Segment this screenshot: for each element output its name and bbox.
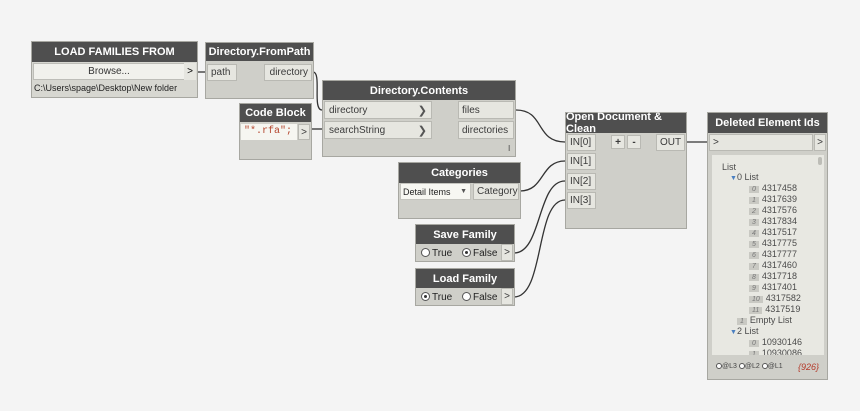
- wire-frompath-to-dircontents: [312, 71, 323, 111]
- level-radio-icon: [761, 363, 768, 369]
- input-port-in1[interactable]: IN[1]: [567, 153, 596, 170]
- code-text: "*.rfa";: [244, 126, 293, 137]
- directory-frompath-title: Directory.FromPath: [206, 43, 313, 61]
- level-radio-icon: [716, 363, 722, 369]
- output-port-directories[interactable]: directories: [458, 121, 514, 139]
- output-port-out[interactable]: OUT: [656, 134, 685, 151]
- category-dropdown[interactable]: Detail Items▼: [400, 183, 471, 200]
- input-port-directory[interactable]: directory❯: [324, 101, 432, 119]
- list-root-label: List: [722, 162, 737, 172]
- input-port-path[interactable]: path: [207, 64, 237, 81]
- deleted-ids-output-port[interactable]: >: [814, 134, 826, 151]
- add-input-button[interactable]: +: [611, 135, 625, 149]
- save-family-false-option[interactable]: False: [462, 248, 497, 259]
- list-0-header[interactable]: ▼0 List: [730, 172, 759, 182]
- save-family-title: Save Family: [416, 225, 514, 244]
- input-port-in3[interactable]: IN[3]: [567, 192, 596, 209]
- code-block-output-port[interactable]: >: [298, 124, 310, 140]
- directory-contents-title: Directory.Contents: [323, 81, 515, 100]
- output-port-directory[interactable]: directory: [264, 64, 312, 81]
- load-family-node[interactable]: Load Family True False >: [415, 268, 515, 306]
- output-chevron-icon: >: [187, 66, 193, 77]
- load-families-title: LOAD FAMILIES FROM: [32, 42, 197, 62]
- wire-category-to-opendoc: [519, 160, 566, 192]
- deleted-element-ids-title: Deleted Element Ids: [708, 113, 827, 133]
- code-block-title: Code Block: [240, 104, 311, 122]
- level-radio-icon: [738, 363, 745, 369]
- wire-load-to-opendoc: [513, 199, 566, 298]
- wire-files-to-opendoc: [515, 109, 566, 143]
- directory-contents-node[interactable]: Directory.Contents directory❯ searchStri…: [322, 80, 516, 157]
- radio-icon: [421, 248, 430, 257]
- code-block-editor[interactable]: "*.rfa";: [241, 124, 297, 140]
- radio-selected-icon: [421, 292, 430, 301]
- save-family-node[interactable]: Save Family True False >: [415, 224, 515, 262]
- output-port-files[interactable]: files: [458, 101, 514, 119]
- directory-path-label: C:\Users\spage\Desktop\New folder: [34, 83, 178, 93]
- wire-save-to-opendoc: [513, 180, 566, 254]
- expand-arrow-icon: ▼: [730, 329, 737, 336]
- item-count: {926}: [797, 362, 819, 372]
- browse-button[interactable]: Browse...: [33, 63, 185, 80]
- save-family-output-port[interactable]: >: [501, 244, 513, 261]
- categories-node[interactable]: Categories Detail Items▼ Category: [398, 162, 521, 219]
- radio-selected-icon: [462, 248, 471, 257]
- code-block-node[interactable]: Code Block "*.rfa"; >: [239, 103, 312, 160]
- chevron-right-icon: ❯: [417, 104, 427, 117]
- list-2-header[interactable]: ▼2 List: [730, 326, 759, 336]
- output-port-category[interactable]: Category: [473, 183, 519, 200]
- lacing-indicator: l: [508, 144, 510, 153]
- load-family-false-option[interactable]: False: [462, 292, 497, 303]
- radio-icon: [462, 292, 471, 301]
- remove-input-button[interactable]: -: [627, 135, 641, 149]
- load-family-title: Load Family: [416, 269, 514, 288]
- input-port-searchstring[interactable]: searchString❯: [324, 121, 432, 139]
- directory-frompath-node[interactable]: Directory.FromPath path directory: [205, 42, 314, 99]
- open-document-clean-node[interactable]: Open Document & Clean IN[0] IN[1] IN[2] …: [565, 111, 687, 229]
- save-family-true-option[interactable]: True: [421, 248, 452, 259]
- input-port-in2[interactable]: IN[2]: [567, 173, 596, 190]
- expand-arrow-icon: ▼: [730, 175, 737, 182]
- chevron-down-icon: ▼: [460, 188, 467, 195]
- load-families-node[interactable]: LOAD FAMILIES FROM Browse... > C:\Users\…: [31, 41, 198, 98]
- list-levels: @L3 @L2 @L1: [716, 363, 783, 370]
- load-family-output-port[interactable]: >: [501, 288, 513, 305]
- load-families-output-port[interactable]: >: [184, 63, 196, 80]
- preview-scrollbar[interactable]: [818, 157, 822, 165]
- deleted-ids-input-port[interactable]: >: [709, 134, 813, 151]
- input-port-in0[interactable]: IN[0]: [567, 134, 596, 151]
- open-document-clean-title: Open Document & Clean: [566, 111, 686, 135]
- chevron-right-icon: ❯: [417, 124, 427, 137]
- categories-title: Categories: [399, 163, 520, 183]
- load-family-true-option[interactable]: True: [421, 292, 452, 303]
